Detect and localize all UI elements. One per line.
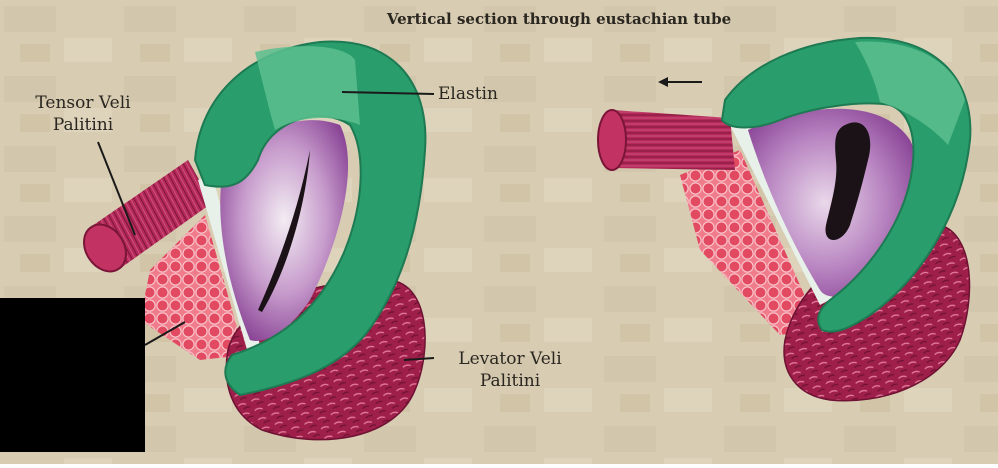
left-arrow-icon xyxy=(658,77,702,87)
diagram-title: Vertical section through eustachian tube xyxy=(386,10,732,28)
right-fat-tissue xyxy=(680,150,820,335)
left-section xyxy=(83,40,427,441)
right-tensor-muscle xyxy=(597,109,735,171)
elastin-leader-line xyxy=(341,91,435,95)
levator-leader-line xyxy=(403,357,435,361)
tensor-label-line2: Palitini xyxy=(52,115,114,135)
redaction-box xyxy=(0,298,145,452)
left-lumen xyxy=(220,120,349,341)
left-tensor-muscle xyxy=(83,160,212,273)
tensor-label-line1: Tensor Veli xyxy=(35,93,131,113)
elastin-label: Elastin xyxy=(438,84,498,104)
tensor-label: Tensor Veli Palitini xyxy=(8,92,158,136)
redacted-leader-line xyxy=(144,321,186,346)
left-fat-tissue xyxy=(140,215,245,360)
left-elastin-region xyxy=(255,46,360,130)
levator-label-line2: Palitini xyxy=(479,371,541,391)
levator-label: Levator Veli Palitini xyxy=(430,348,590,392)
tensor-leader-line xyxy=(97,141,136,236)
right-section xyxy=(597,36,972,402)
right-tube-opening xyxy=(825,122,871,240)
levator-label-line1: Levator Veli xyxy=(458,349,562,369)
right-elastin-region xyxy=(855,41,965,145)
